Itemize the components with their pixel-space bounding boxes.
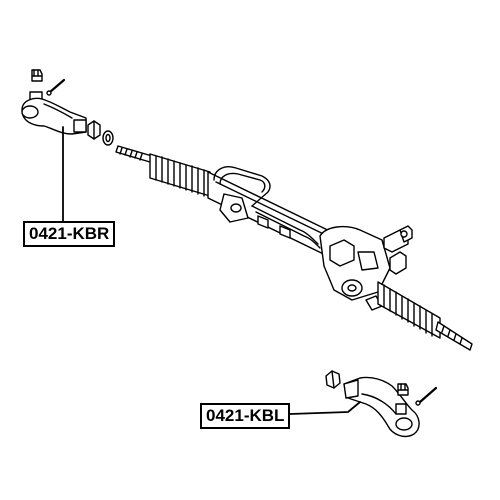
mount-bracket-left [219, 193, 249, 223]
cotter-pin-lower [415, 386, 438, 406]
boot-left [149, 153, 211, 197]
jam-nut-lower [325, 370, 341, 389]
tie-rod-end-left-assembly [289, 370, 438, 438]
castle-nut-upper [31, 69, 43, 82]
tie-rod-end-right [21, 91, 87, 135]
castle-nut-lower [397, 383, 409, 396]
inner-tie-rod-right [435, 321, 473, 351]
hydraulic-lines [213, 166, 321, 249]
part-number-label-kbr: 0421-KBR [23, 221, 116, 247]
tie-rod-end-left [343, 376, 420, 438]
inner-tie-rod-left [115, 145, 153, 163]
lock-washer-upper [102, 130, 114, 146]
leader-line-kbl [289, 401, 361, 415]
cotter-pin-upper [46, 78, 66, 96]
steering-rack-housing [115, 145, 473, 351]
tie-rod-end-right-assembly [21, 69, 114, 223]
jam-nut-upper [87, 120, 101, 140]
pinion-input-shaft [383, 225, 413, 275]
boot-right [377, 281, 441, 339]
part-number-label-kbl: 0421-KBL [200, 403, 291, 429]
